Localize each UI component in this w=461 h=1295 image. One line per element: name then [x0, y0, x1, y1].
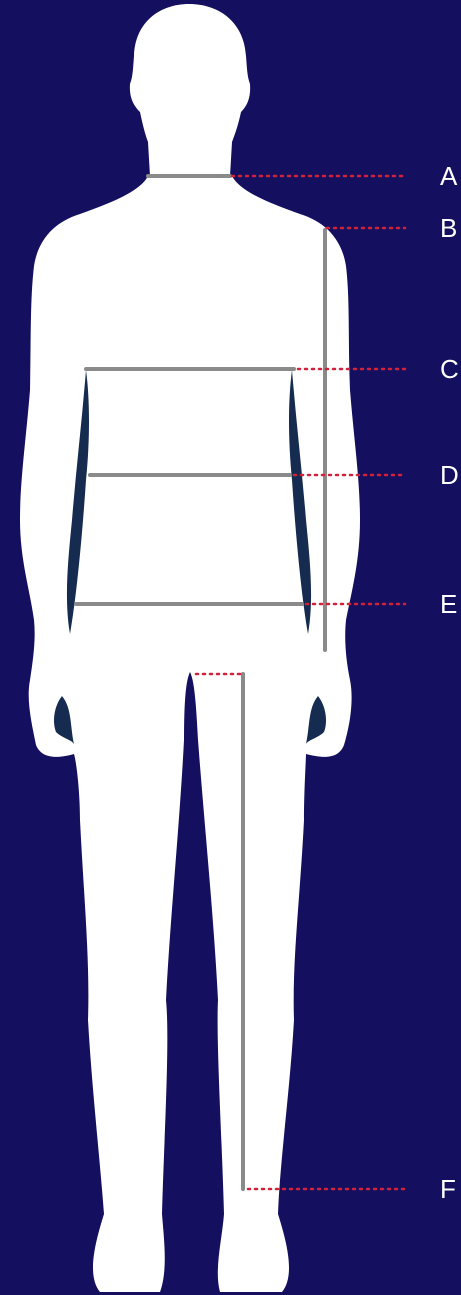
- body-silhouette: [20, 4, 360, 1292]
- label-e: E: [440, 591, 457, 617]
- label-d: D: [440, 462, 459, 488]
- label-c: C: [440, 356, 459, 382]
- label-f: F: [440, 1176, 456, 1202]
- label-b: B: [440, 215, 457, 241]
- label-a: A: [440, 163, 457, 189]
- head-shape: [130, 4, 250, 176]
